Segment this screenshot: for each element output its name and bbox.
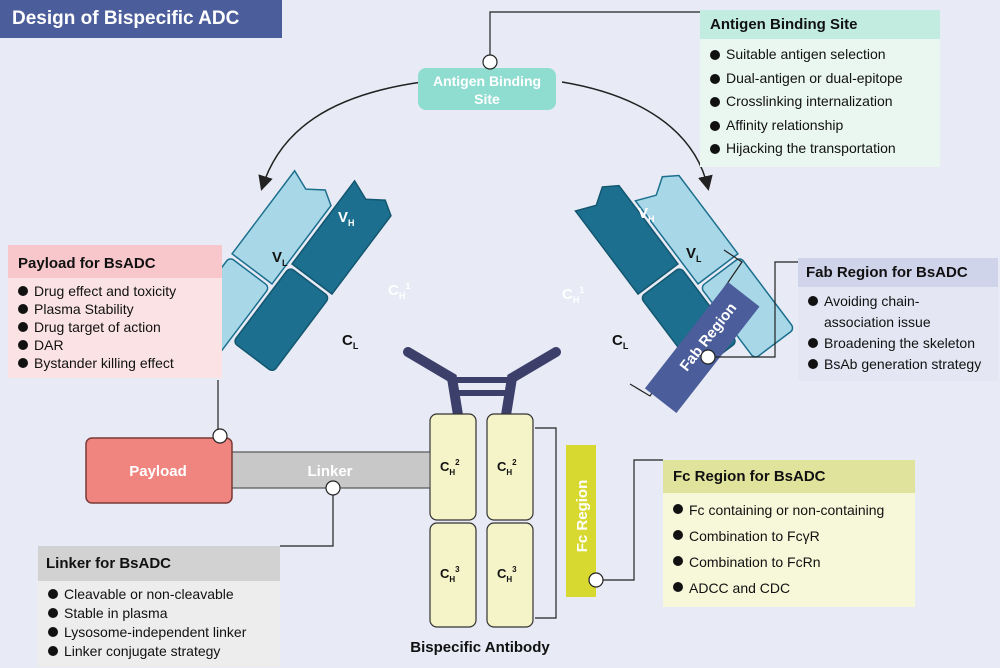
right-ch2-domain [486,413,534,521]
svg-text:CL: CL [612,332,629,351]
linker-connector-dot [325,480,341,496]
linker-label: Linker [307,463,352,480]
svg-text:VL: VL [686,245,702,264]
page-title: Design of Bispecific ADC [0,0,282,38]
linker-panel: Linker for BsADC Cleavable or non-cleava… [38,546,280,667]
antigen-binding-site-panel: Antigen Binding Site Suitable antigen se… [700,10,940,167]
antigen-binding-pill [418,68,556,110]
payload-connector-dot [212,428,228,444]
list-item: Combination to FcRn [673,549,905,575]
list-item: Fc containing or non-containing [673,497,905,523]
svg-text:VH: VH [638,205,655,224]
list-item: DAR [18,336,212,354]
svg-text:CH2: CH2 [497,458,517,477]
left-ch3-domain [429,522,477,628]
linker-connector [280,488,334,547]
fc-region-label: Fc Region [574,480,591,553]
antigen-panel-list: Suitable antigen selection Dual-antigen … [700,39,940,167]
list-item: Drug target of action [18,318,212,336]
left-ch1-domain [234,268,329,372]
fc-connector [596,459,663,581]
fc-panel-header: Fc Region for BsADC [663,460,915,493]
fc-domain-labels: CH2 CH2 CH3 CH3 [440,458,517,584]
left-fab-arm [176,169,392,372]
svg-text:CL: CL [342,332,359,351]
list-item: Cleavable or non-cleavable [48,585,270,604]
list-item: Linker conjugate strategy [48,642,270,661]
list-item: Crosslinking internalization [710,90,930,114]
list-item: Drug effect and toxicity [18,282,212,300]
antigen-connector [489,11,700,62]
right-domain-labels: VH VL CH1 CL [562,205,702,351]
payload-panel: Payload for BsADC Drug effect and toxici… [8,245,222,378]
right-antigen-arrow [561,81,713,191]
list-item: Stable in plasma [48,604,270,623]
fab-panel-list: Avoiding chain-association issue Broaden… [798,287,998,381]
antigen-pill-label-2: Site [474,91,500,107]
right-vl-domain [634,174,739,285]
bispecific-antibody-label: Bispecific Antibody [410,639,550,656]
list-item: Plasma Stability [18,300,212,318]
left-domain-labels: VH VL CH1 CL [272,209,410,351]
left-ch2-domain [429,413,477,521]
fc-panel-list: Fc containing or non-containing Combinat… [663,493,915,607]
payload-panel-list: Drug effect and toxicity Plasma Stabilit… [8,278,222,378]
right-vh-domain [574,184,680,296]
svg-text:VL: VL [272,249,288,268]
left-vl-domain [231,169,332,285]
svg-text:VH: VH [338,209,355,228]
linker-panel-header: Linker for BsADC [38,546,280,581]
svg-text:CH1: CH1 [562,285,584,305]
list-item: Hijacking the transportation [710,137,930,161]
fab-region-panel: Fab Region for BsADC Avoiding chain-asso… [798,258,998,381]
fc-region-label-bg [566,445,596,597]
linker-bar [224,451,431,489]
fab-connector [708,261,798,358]
svg-text:CH2: CH2 [440,458,460,477]
svg-text:CH3: CH3 [497,565,517,584]
antigen-panel-header: Antigen Binding Site [700,10,940,39]
fc-bracket [535,427,557,619]
list-item: ADCC and CDC [673,575,905,601]
fc-domains [429,413,534,628]
list-item: Combination to FcγR [673,523,905,549]
payload-panel-header: Payload for BsADC [8,245,222,278]
list-item: Lysosome-independent linker [48,623,270,642]
svg-text:CH3: CH3 [440,565,460,584]
list-item: Dual-antigen or dual-epitope [710,67,930,91]
fab-region-label-bg [644,282,760,414]
left-vh-domain [290,179,392,296]
list-item: Bystander killing effect [18,354,212,372]
antigen-pill-label-1: Antigen Binding [433,73,541,89]
payload-block [85,437,233,504]
list-item: Suitable antigen selection [710,43,930,67]
list-item: Affinity relationship [710,114,930,138]
hinge-region [403,347,561,420]
list-item: BsAb generation strategy [808,354,988,375]
payload-label: Payload [129,463,187,480]
fc-region-panel: Fc Region for BsADC Fc containing or non… [663,460,915,607]
list-item: Avoiding chain-association issue [808,291,988,333]
fc-connector-dot [588,572,604,588]
fab-connector-dot [700,349,716,365]
right-ch3-domain [486,522,534,628]
svg-text:CH1: CH1 [388,281,410,301]
left-antigen-arrow [258,81,423,191]
fab-panel-header: Fab Region for BsADC [798,258,998,287]
list-item: Broadening the skeleton [808,333,988,354]
antigen-connector-dot [482,54,498,70]
linker-panel-list: Cleavable or non-cleavable Stable in pla… [38,581,280,667]
